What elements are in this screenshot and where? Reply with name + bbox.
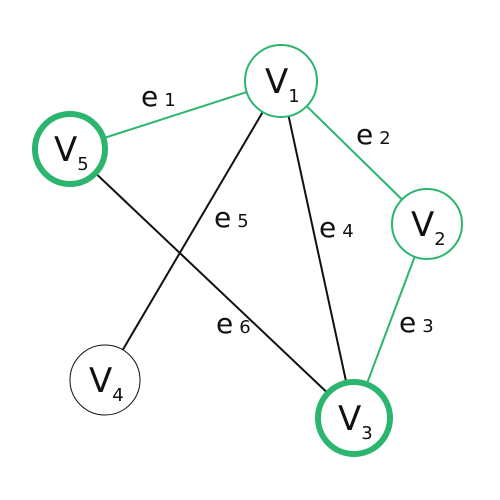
node-label-letter: V bbox=[265, 62, 288, 102]
node-label-letter: V bbox=[411, 205, 434, 245]
node-circle bbox=[315, 379, 393, 457]
edge-label-subscript: 6 bbox=[239, 317, 250, 338]
node-label-letter: V bbox=[89, 361, 112, 401]
node-label: V3 bbox=[338, 399, 373, 444]
node-circle bbox=[69, 344, 141, 416]
edge-e1 bbox=[103, 91, 248, 140]
edge-e6 bbox=[94, 172, 329, 394]
edge-label-letter: e bbox=[141, 80, 158, 113]
edge-label-subscript: 5 bbox=[237, 211, 248, 232]
edge-label-subscript: 3 bbox=[422, 316, 433, 337]
node-label-subscript: 4 bbox=[112, 385, 123, 406]
node-label-subscript: 3 bbox=[361, 423, 372, 444]
edge-label-letter: e bbox=[214, 201, 231, 234]
node-label-subscript: 1 bbox=[288, 86, 299, 107]
node-circle bbox=[32, 111, 108, 187]
node-label-subscript: 5 bbox=[77, 154, 88, 175]
edge-e4 bbox=[287, 115, 348, 384]
node-V2: V2 bbox=[391, 188, 463, 260]
node-circle bbox=[244, 44, 318, 118]
node-label-subscript: 2 bbox=[434, 229, 445, 250]
edge-label-letter: e bbox=[399, 306, 416, 339]
node-label-letter: V bbox=[338, 399, 361, 439]
edges-layer bbox=[94, 91, 416, 394]
node-V1: V1 bbox=[244, 44, 318, 118]
edge-label-subscript: 1 bbox=[164, 90, 175, 111]
edge-e2 bbox=[306, 105, 403, 201]
edge-label-letter: e bbox=[319, 211, 336, 244]
edge-label-letter: e bbox=[216, 307, 233, 340]
node-label: V1 bbox=[265, 62, 300, 107]
node-V5: V5 bbox=[32, 111, 108, 187]
node-label-letter: V bbox=[54, 130, 77, 170]
node-label: V2 bbox=[411, 205, 446, 250]
edge-label-subscript: 4 bbox=[342, 221, 353, 242]
edge-label-letter: e bbox=[356, 118, 373, 151]
edge-label-subscript: 2 bbox=[379, 128, 390, 149]
node-V4: V4 bbox=[69, 344, 141, 416]
node-label: V5 bbox=[54, 130, 89, 175]
node-label: V4 bbox=[89, 361, 124, 406]
edge-e5 bbox=[121, 111, 264, 351]
edge-e3 bbox=[365, 256, 416, 385]
node-V3: V3 bbox=[315, 379, 393, 457]
node-circle bbox=[391, 188, 463, 260]
